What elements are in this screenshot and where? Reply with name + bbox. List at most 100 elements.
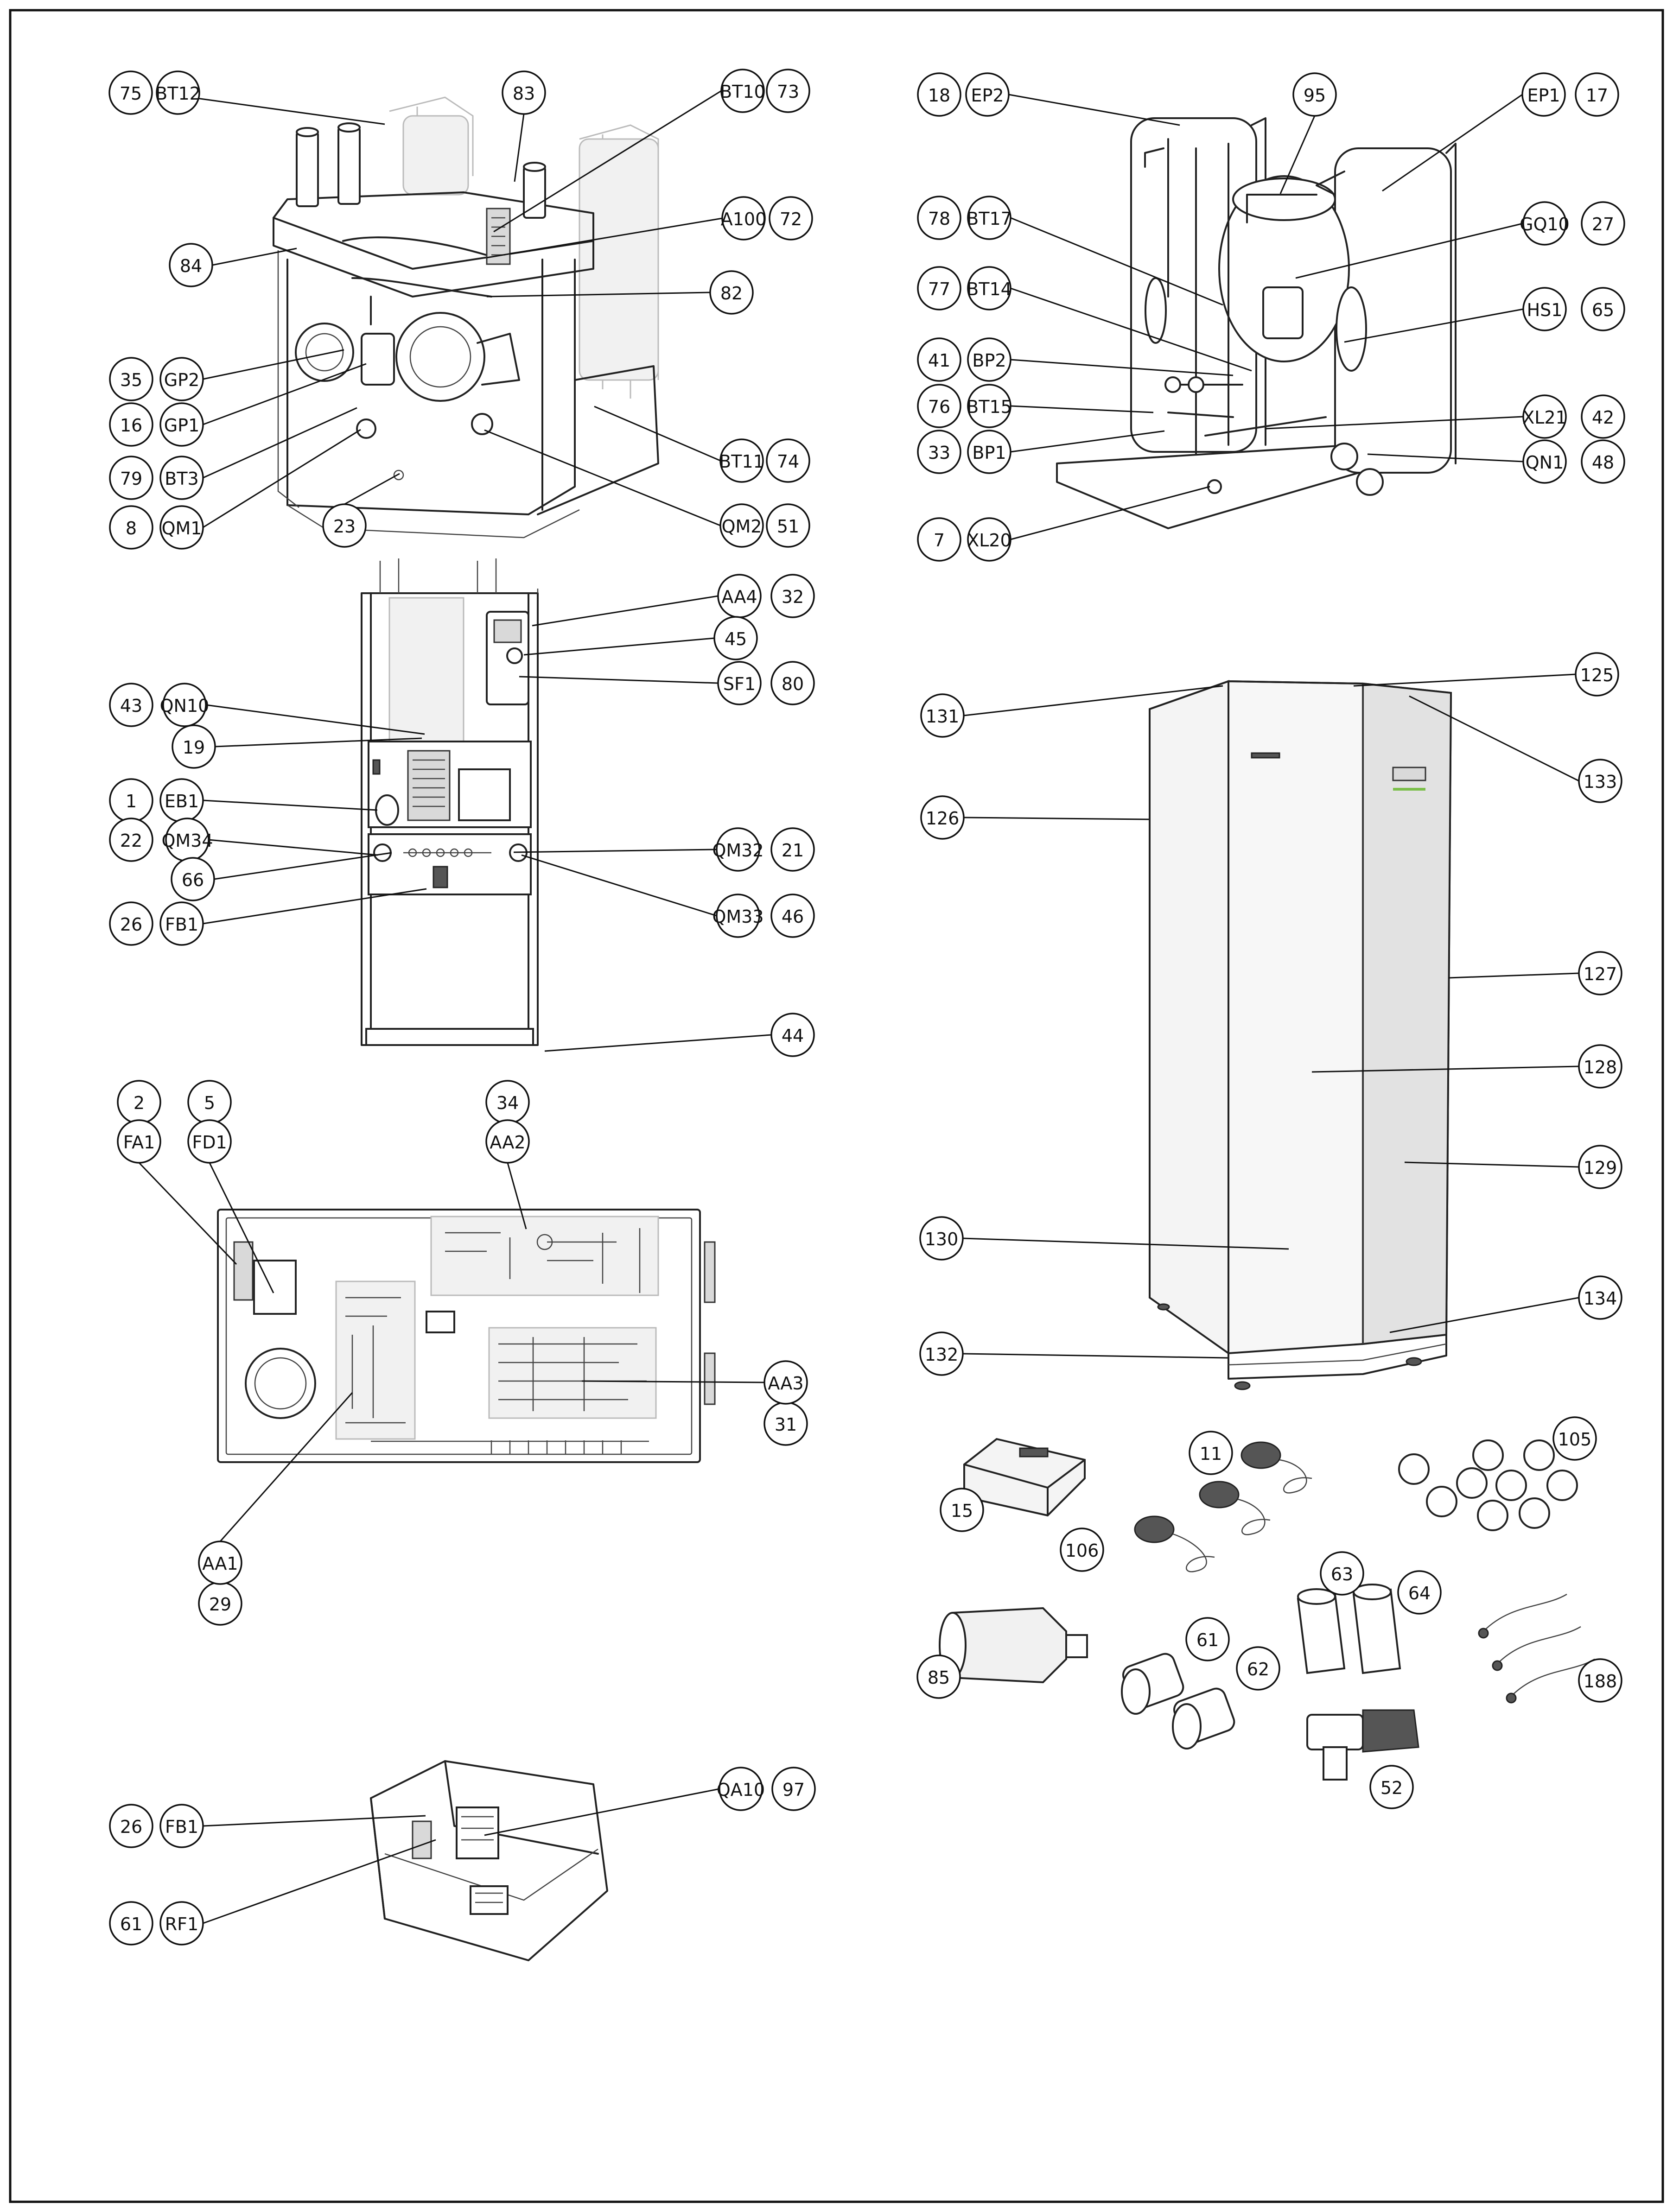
callout-code-aa2-text: AA2 (490, 1132, 525, 1153)
callout-number-22-text: 22 (120, 830, 142, 851)
callout-code-aa1: AA1 (198, 1540, 242, 1585)
callout-code-fa1: FA1 (117, 1119, 161, 1164)
callout-code-bp1: BP1 (967, 430, 1011, 474)
callout-code-qm34: QM34 (161, 818, 213, 862)
callout-code-fb1: FB1 (159, 1804, 204, 1848)
callout-code-bt11-text: BT11 (719, 451, 764, 472)
callout-number-75-text: 75 (120, 83, 142, 104)
callout-code-qm32: QM32 (712, 827, 764, 872)
callout-number-16: 16 (109, 402, 153, 447)
callout-number-79-text: 79 (120, 469, 142, 489)
callout-code-85: 85 (916, 1654, 961, 1699)
callout-number-1-text: 1 (126, 791, 137, 811)
callout-code-188-text: 188 (1584, 1671, 1617, 1692)
callout-code-fd1: FD1 (187, 1119, 232, 1164)
callout-code-fb1: FB1 (159, 901, 204, 946)
callout-code-qn10: QN10 (160, 683, 209, 727)
callout-number-65: 65 (1581, 287, 1625, 331)
callout-number-76: 76 (917, 384, 961, 428)
callout-number-76-text: 76 (928, 397, 950, 417)
callout-code-bt15-text: BT15 (967, 397, 1012, 417)
callout-code-ep1: EP1 (1521, 72, 1566, 117)
callout-number-8-text: 8 (126, 518, 137, 539)
callout-code-106: 106 (1060, 1527, 1104, 1572)
figure-hydraulic-module (273, 96, 659, 539)
callout-code-rf1: RF1 (159, 1901, 204, 1946)
callout-code-sf1-text: SF1 (723, 674, 756, 694)
callout-number-21: 21 (770, 827, 815, 872)
callout-code-bt10-text: BT10 (720, 82, 765, 102)
figure-electrical-box (217, 1209, 716, 1463)
callout-number-41-text: 41 (928, 350, 950, 371)
callout-code-19: 19 (172, 724, 216, 769)
callout-code-aa4: AA4 (717, 574, 762, 618)
callout-code-19-text: 19 (183, 737, 205, 758)
callout-code-bt14-text: BT14 (967, 279, 1012, 299)
callout-code-bt17-text: BT17 (967, 209, 1012, 229)
callout-code-106-text: 106 (1065, 1540, 1099, 1561)
callout-code-fb1-text: FB1 (165, 1817, 198, 1837)
callout-code-127: 127 (1578, 951, 1622, 995)
callout-number-79: 79 (109, 456, 153, 500)
callout-code-a100: A100 (721, 196, 766, 241)
callout-code-aa2: AA2 (485, 1119, 530, 1164)
callout-number-17: 17 (1575, 72, 1619, 117)
callout-number-26-text: 26 (120, 1817, 142, 1837)
callout-code-129: 129 (1578, 1145, 1622, 1189)
callout-code-126: 126 (920, 795, 965, 840)
callout-code-xl21: XL21 (1522, 394, 1567, 439)
callout-number-32: 32 (770, 574, 815, 618)
callout-number-48: 48 (1581, 439, 1625, 484)
callout-number-7-text: 7 (934, 530, 945, 551)
callout-code-134: 134 (1578, 1275, 1622, 1320)
pipe-connections (296, 122, 546, 219)
callout-number-97-text: 97 (782, 1780, 805, 1800)
callout-number-27: 27 (1581, 201, 1625, 246)
callout-number-95: 95 (1292, 72, 1337, 117)
callout-code-qm34-text: QM34 (161, 830, 213, 851)
callout-code-bt11: BT11 (719, 438, 764, 483)
callout-code-bp2: BP2 (967, 337, 1011, 382)
callout-code-125: 125 (1575, 652, 1619, 697)
callout-code-fb1-text: FB1 (165, 914, 198, 935)
callout-number-46-text: 46 (782, 906, 804, 927)
callout-number-23-text: 23 (333, 516, 356, 537)
callout-code-bp1-text: BP1 (972, 443, 1006, 463)
callout-code-11: 11 (1189, 1431, 1233, 1475)
callout-number-65-text: 65 (1592, 300, 1614, 320)
callout-code-63: 63 (1320, 1551, 1364, 1596)
callout-code-aa4-text: AA4 (721, 587, 757, 607)
callout-code-qm1-text: QM1 (162, 518, 202, 539)
callout-number-77: 77 (917, 266, 961, 311)
callout-code-52: 52 (1369, 1765, 1414, 1809)
callout-code-bt12: BT12 (155, 70, 201, 115)
callout-number-74-text: 74 (777, 451, 799, 472)
callout-number-16-text: 16 (120, 415, 142, 436)
callout-code-66-text: 66 (182, 870, 204, 890)
circuit-board-aa2 (430, 1216, 659, 1296)
callout-code-128: 128 (1578, 1044, 1622, 1089)
callout-code-gp1: GP1 (159, 402, 204, 447)
callout-number-33-text: 33 (928, 443, 950, 463)
callout-code-qm1: QM1 (159, 505, 204, 550)
callout-number-18-text: 18 (928, 85, 950, 106)
figure-cooling-module (1056, 117, 1457, 529)
callout-code-bt10: BT10 (720, 69, 765, 113)
callout-number-46: 46 (770, 894, 815, 938)
callout-code-fd1-text: FD1 (192, 1132, 227, 1153)
callout-code-85-text: 85 (928, 1667, 950, 1688)
callout-code-11-text: 11 (1200, 1444, 1222, 1464)
callout-code-qa10-text: QA10 (717, 1780, 765, 1800)
callout-code-132-text: 132 (925, 1344, 959, 1365)
callout-number-29: 29 (198, 1581, 242, 1626)
callout-code-gp2-text: GP2 (164, 370, 200, 390)
callout-number-5: 5 (187, 1080, 232, 1124)
callout-number-42-text: 42 (1592, 407, 1614, 428)
callout-number-51-text: 51 (777, 516, 799, 537)
sensors (1134, 1441, 1312, 1572)
callout-code-62: 62 (1236, 1646, 1280, 1691)
callout-code-qm2-text: QM2 (722, 516, 762, 537)
callout-number-34-text: 34 (496, 1093, 519, 1113)
callout-code-fa1-text: FA1 (123, 1132, 155, 1153)
callout-code-hs1: HS1 (1522, 287, 1567, 331)
